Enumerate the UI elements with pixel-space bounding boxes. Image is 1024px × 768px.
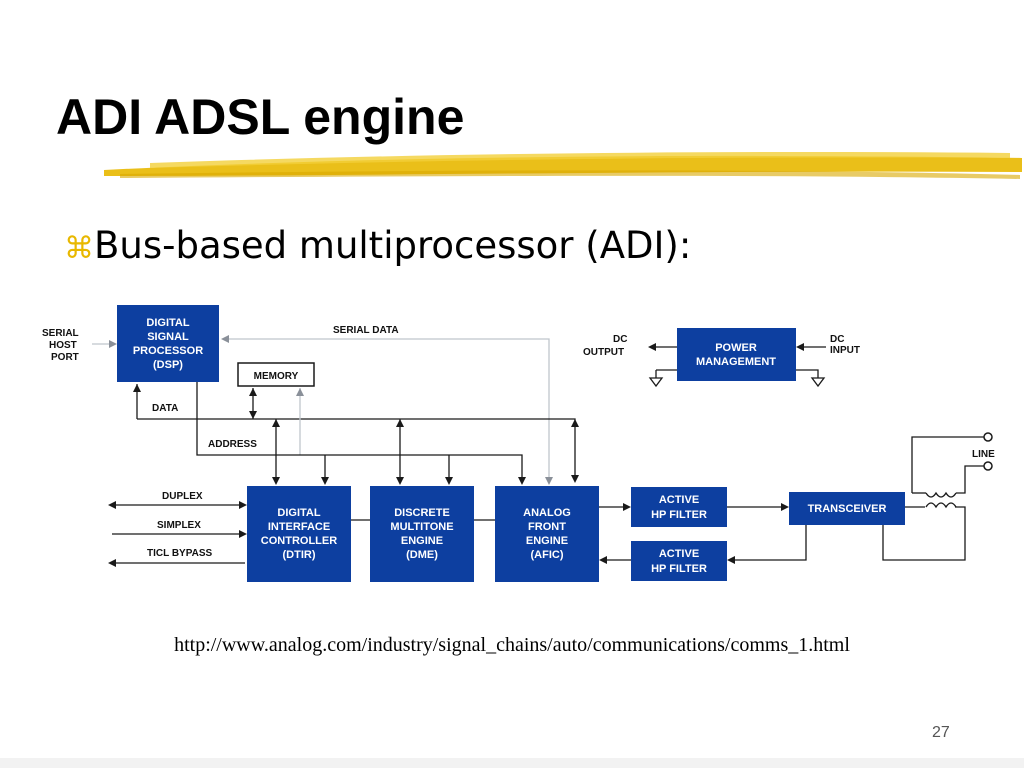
power-label-2: MANAGEMENT <box>696 356 776 368</box>
ground-symbol-left <box>648 377 664 388</box>
dme-block <box>370 486 474 582</box>
afic-label-4: (AFIC) <box>531 549 564 561</box>
dsp-block <box>117 305 219 382</box>
dme-label-2: MULTITONE <box>390 521 453 533</box>
power-management-block <box>677 328 796 381</box>
dtir-label-1: DIGITAL <box>277 507 320 519</box>
hp2-label-1: ACTIVE <box>659 548 699 560</box>
ground-symbol-right <box>810 377 826 388</box>
dc-input-label-1: DC <box>830 334 844 345</box>
dtir-label-3: CONTROLLER <box>261 535 337 547</box>
dtir-label-2: INTERFACE <box>268 521 330 533</box>
transceiver-block <box>789 492 905 525</box>
dsp-label-3: PROCESSOR <box>133 345 203 357</box>
hp-filter-1-block <box>631 487 727 527</box>
transceiver-label: TRANSCEIVER <box>808 503 887 515</box>
power-label-1: POWER <box>715 342 757 354</box>
simplex-label: SIMPLEX <box>157 520 201 531</box>
serial-host-port-label-3: PORT <box>51 352 79 363</box>
dme-label-3: ENGINE <box>401 535 443 547</box>
dsp-label-4: (DSP) <box>153 359 183 371</box>
bullet-item: ⌘Bus-based multiprocessor (ADI): <box>64 224 691 267</box>
dme-label-1: DISCRETE <box>394 507 450 519</box>
hp2-label-2: HP FILTER <box>651 563 707 575</box>
duplex-label: DUPLEX <box>162 491 203 502</box>
ticl-bypass-label: TICL BYPASS <box>147 548 213 559</box>
afic-block <box>495 486 599 582</box>
memory-block <box>237 362 315 387</box>
dc-input-label-2: INPUT <box>830 345 860 356</box>
hp1-label-2: HP FILTER <box>651 509 707 521</box>
data-bus-label: DATA <box>152 403 178 414</box>
bullet-text: Bus-based multiprocessor (ADI): <box>94 224 692 267</box>
dtir-block <box>247 486 351 582</box>
dsp-label-2: SIGNAL <box>147 331 189 343</box>
afic-label-2: FRONT <box>528 521 566 533</box>
address-bus-label: ADDRESS <box>208 439 257 450</box>
bullet-icon: ⌘ <box>64 231 94 266</box>
hp1-label-1: ACTIVE <box>659 494 699 506</box>
slide-footer-band <box>0 758 1024 768</box>
hp-filter-2-block <box>631 541 727 581</box>
afic-label-3: ENGINE <box>526 535 568 547</box>
serial-host-port-label-1: SERIAL <box>42 328 79 339</box>
dme-label-4: (DME) <box>406 549 438 561</box>
line-terminal-1 <box>983 432 993 442</box>
line-label: LINE <box>972 449 995 460</box>
dtir-label-4: (DTIR) <box>283 549 316 561</box>
dsp-label-1: DIGITAL <box>146 317 189 329</box>
title-underline-brush <box>104 152 1022 179</box>
memory-label: MEMORY <box>254 371 299 382</box>
line-terminal-2 <box>983 461 993 471</box>
dc-output-label-2: OUTPUT <box>583 347 624 358</box>
serial-data-label: SERIAL DATA <box>333 325 399 336</box>
dc-output-label-1: DC <box>613 334 627 345</box>
source-url[interactable]: http://www.analog.com/industry/signal_ch… <box>174 634 850 656</box>
page-number: 27 <box>932 724 950 741</box>
afic-label-1: ANALOG <box>523 507 571 519</box>
slide-title: ADI ADSL engine <box>56 89 465 145</box>
serial-host-port-label-2: HOST <box>49 340 77 351</box>
